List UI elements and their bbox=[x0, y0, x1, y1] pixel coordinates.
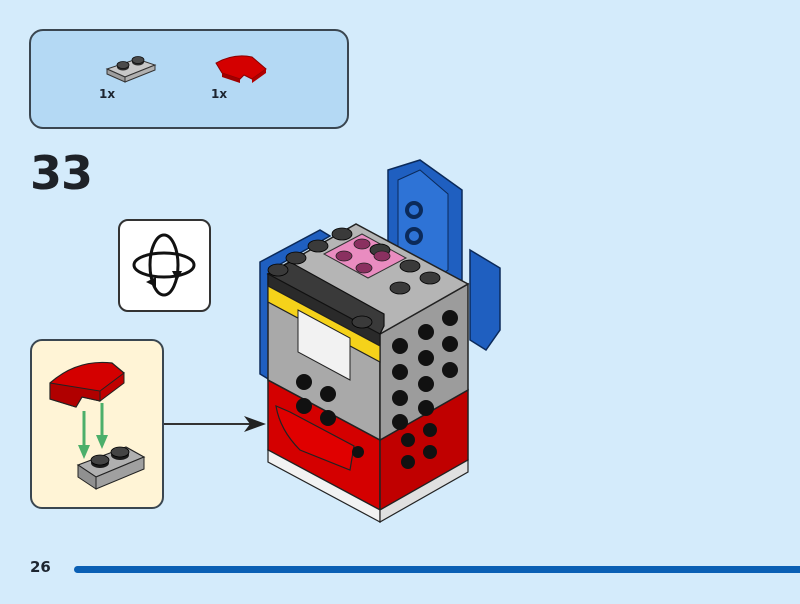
sub-assembly-illustration bbox=[49, 361, 146, 490]
callout-connector-line bbox=[164, 423, 254, 425]
parts-list-box: 1x 1x bbox=[29, 29, 349, 129]
part-quantity: 1x bbox=[99, 87, 116, 101]
part-item-red-slope: 1x bbox=[199, 51, 279, 101]
page-number: 26 bbox=[30, 558, 51, 576]
gray-plate-icon bbox=[105, 56, 157, 83]
step-number: 33 bbox=[30, 146, 93, 200]
red-curved-slope-icon bbox=[215, 55, 267, 83]
part-item-gray-plate: 1x bbox=[91, 51, 171, 101]
model-illustration bbox=[259, 159, 501, 524]
part-quantity: 1x bbox=[211, 87, 228, 101]
callout-arrow-icon bbox=[244, 416, 266, 432]
page-progress-bar bbox=[74, 566, 800, 573]
rotate-icon bbox=[132, 233, 196, 297]
rotate-model-box bbox=[118, 219, 211, 312]
sub-assembly-box bbox=[30, 339, 164, 509]
